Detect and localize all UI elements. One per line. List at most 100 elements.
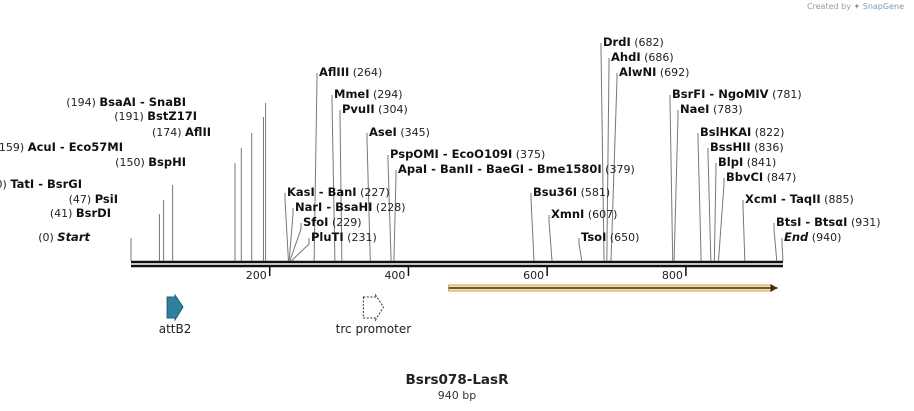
site-position: (885) — [821, 193, 854, 206]
restriction-site-label: (159) AcuI - Eco57MI — [0, 140, 123, 154]
orf-arrow — [448, 284, 778, 292]
site-leader-line — [393, 170, 397, 262]
snapgene-logo-icon: ✦ — [853, 2, 861, 11]
site-leader-line — [578, 238, 583, 262]
site-position: (692) — [656, 66, 689, 79]
enzyme-name: End — [784, 230, 809, 244]
site-position: (940) — [808, 231, 841, 244]
snapgene-watermark: Created by ✦ SnapGene — [807, 2, 904, 11]
site-position: (47) — [69, 193, 95, 206]
restriction-site-label: BslHKAI (822) — [700, 125, 784, 139]
site-separator: - — [777, 192, 790, 206]
feature-arrow-filled-icon — [166, 293, 184, 322]
site-separator: - — [439, 147, 452, 161]
enzyme-name: BsrFI — [672, 87, 705, 101]
restriction-site-label: (60) TatI - BsrGI — [0, 177, 82, 191]
enzyme-name: NaeI — [680, 102, 709, 116]
site-position: (847) — [763, 171, 796, 184]
ruler-tick-label: 600 — [523, 269, 544, 282]
restriction-site-label: MmeI (294) — [334, 87, 403, 101]
site-separator: - — [315, 185, 328, 199]
site-leader-line — [773, 223, 778, 262]
site-leader-line — [713, 163, 717, 262]
enzyme-name: BsrGI — [47, 177, 82, 191]
site-position: (41) — [50, 207, 76, 220]
restriction-site-label: ApaI - BanII - BaeGI - Bme1580I (379) — [398, 162, 635, 176]
site-leader-line — [548, 215, 553, 262]
enzyme-name: BaeGI — [486, 162, 524, 176]
site-leader-line — [387, 155, 392, 262]
site-separator: - — [56, 140, 69, 154]
site-leader-line — [339, 110, 343, 262]
site-position: (0) — [38, 231, 57, 244]
ruler-tick-label: 800 — [662, 269, 683, 282]
restriction-site-label: AhdI (686) — [611, 50, 674, 64]
restriction-site-label: KasI - BanI (227) — [287, 185, 390, 199]
site-position: (345) — [397, 126, 430, 139]
site-leader-line — [288, 208, 294, 262]
enzyme-name: BtsI — [776, 215, 801, 229]
enzyme-name: BspHI — [148, 155, 186, 169]
site-position: (375) — [512, 148, 545, 161]
restriction-site-label: XcmI - TaqII (885) — [745, 192, 854, 206]
enzyme-name: PspOMI — [390, 147, 439, 161]
enzyme-name: KasI — [287, 185, 315, 199]
enzyme-name: TatI — [10, 177, 34, 191]
site-leader-line — [610, 73, 618, 262]
site-leader-line — [331, 95, 336, 262]
restriction-site-label: TsoI (650) — [581, 230, 639, 244]
enzyme-name: BslHKAI — [700, 125, 751, 139]
enzyme-name: TsoI — [581, 230, 606, 244]
site-position: (264) — [349, 66, 382, 79]
ruler-tick-label: 400 — [384, 269, 405, 282]
site-separator: - — [524, 162, 537, 176]
restriction-site-label: BsrFI - NgoMIV (781) — [672, 87, 802, 101]
feature-label: trc promoter — [336, 322, 412, 336]
enzyme-name: BssHII — [710, 140, 751, 154]
site-position: (607) — [584, 208, 617, 221]
restriction-site-label: BssHII (836) — [710, 140, 784, 154]
watermark-prefix: Created by — [806, 2, 851, 11]
promoter-arrow-icon — [362, 293, 385, 322]
restriction-site-label: AlwNI (692) — [619, 65, 689, 79]
enzyme-name: XmnI — [551, 207, 584, 221]
site-position: (227) — [357, 186, 390, 199]
enzyme-name: AlwNI — [619, 65, 656, 79]
site-position: (228) — [372, 201, 405, 214]
enzyme-name: EcoO109I — [452, 147, 513, 161]
site-position: (229) — [328, 216, 361, 229]
sequence-length: 940 bp — [437, 389, 477, 402]
restriction-site-label: (150) BspHI — [115, 155, 186, 169]
restriction-site-label: BbvCI (847) — [726, 170, 796, 184]
restriction-site-label: (174) AflII — [152, 125, 211, 139]
site-position: (783) — [709, 103, 742, 116]
site-position: (841) — [743, 156, 776, 169]
orf-arrowhead-icon — [770, 284, 778, 292]
restriction-site-label: NarI - BsaHI (228) — [295, 200, 405, 214]
site-position: (150) — [115, 156, 148, 169]
site-position: (194) — [66, 96, 99, 109]
restriction-site-label: XmnI (607) — [551, 207, 617, 221]
site-leader-line — [673, 110, 679, 262]
enzyme-name: Bme1580I — [537, 162, 602, 176]
site-leader-line — [781, 238, 784, 262]
enzyme-name: Bsu36I — [533, 185, 577, 199]
site-leader-line — [600, 43, 605, 262]
enzyme-name: AflIII — [319, 65, 349, 79]
site-position: (294) — [370, 88, 403, 101]
enzyme-name: TaqII — [790, 192, 821, 206]
restriction-site-label: NaeI (783) — [680, 102, 743, 116]
enzyme-name: Eco57MI — [69, 140, 123, 154]
site-separator: - — [136, 95, 149, 109]
feature-label: attB2 — [159, 322, 192, 336]
enzyme-name: Start — [57, 230, 90, 244]
site-leader-line — [707, 148, 712, 262]
enzyme-name: PluTI — [311, 230, 344, 244]
enzyme-name: DrdI — [603, 35, 631, 49]
site-position: (650) — [606, 231, 639, 244]
restriction-site-label: PluTI (231) — [311, 230, 377, 244]
enzyme-name: BbvCI — [726, 170, 763, 184]
restriction-site-label: End (940) — [784, 230, 841, 244]
site-leader-line — [284, 193, 289, 262]
